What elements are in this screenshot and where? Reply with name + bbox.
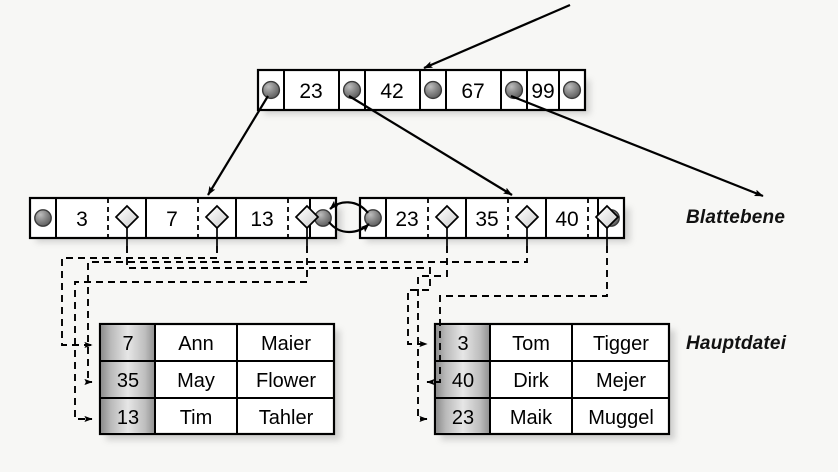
table-row[interactable]: 40 Dirk Mejer [452,370,646,392]
row-firstname: May [177,370,215,392]
row-firstname: Tom [512,333,550,355]
leaf-right-key: 23 [395,208,418,231]
row-key: 35 [117,370,139,392]
leaf-left-prev-pointer-dot[interactable] [34,209,52,227]
root-key: 67 [461,80,484,103]
root-pointer-dot[interactable] [423,80,443,100]
row-key: 40 [452,370,474,392]
root-to-right-leaf-arrow [348,95,513,196]
row-lastname: Mejer [596,370,646,392]
leaf-left-key: 13 [250,208,273,231]
root-pointer-dot[interactable] [342,80,362,100]
row-key: 23 [452,407,474,429]
main-file-table-left[interactable]: 7 Ann Maier 35 May Flower 13 Tim Tahler [98,322,336,436]
row-firstname: Dirk [513,370,550,392]
leaf-left-key: 7 [166,208,178,231]
row-lastname: Tahler [259,407,314,429]
link-leaf-left-13-to-row-13 [74,246,308,423]
table-row[interactable]: 13 Tim Tahler [117,407,314,429]
leaf-left-key: 3 [76,208,88,231]
row-lastname: Tigger [593,333,649,355]
link-leaf-right-23-to-row-23 [417,246,448,423]
root-pointer-dot[interactable] [504,80,524,100]
main-file-label: Hauptdatei [686,333,787,354]
leaf-right-key: 40 [555,208,578,231]
link-leaf-right-35-to-row-35 [84,246,528,386]
root-key: 99 [531,80,554,103]
row-firstname: Maik [510,407,553,429]
link-leaf-left-3-to-row-3 [126,246,431,348]
record-link-dashed-connectors [61,246,608,423]
main-file-table-right[interactable]: 3 Tom Tigger 40 Dirk Mejer 23 Maik Mugge… [433,322,671,436]
leaf-right-prev-pointer-dot[interactable] [364,209,382,227]
root-to-leaf-level-arrow [510,94,764,198]
root-to-left-leaf-arrow [207,95,269,196]
leaf-node-left[interactable]: 3 7 13 [28,196,338,246]
leaf-right-record-pointer-diamond[interactable] [594,204,620,246]
table-row[interactable]: 23 Maik Muggel [452,407,654,429]
leaf-right-key: 35 [475,208,498,231]
row-key: 13 [117,407,139,429]
row-firstname: Tim [180,407,213,429]
leaf-left-record-pointer-diamond[interactable] [204,204,230,246]
row-key: 3 [457,333,468,355]
root-key: 42 [380,80,403,103]
leaf-left-record-pointer-diamond[interactable] [294,204,320,246]
leaf-right-record-pointer-diamond[interactable] [514,204,540,246]
leaf-node-right[interactable]: 23 35 40 [358,196,626,246]
link-leaf-right-40-to-row-40 [426,246,608,386]
row-lastname: Muggel [588,407,654,429]
row-firstname: Ann [178,333,214,355]
table-row[interactable]: 7 Ann Maier [122,333,311,355]
row-key: 7 [122,333,133,355]
root-pointer-dot[interactable] [562,80,582,100]
leaf-sibling-chain-arrows [328,200,370,234]
leaf-left-record-pointer-diamond[interactable] [114,204,140,246]
root-entry-arrow [423,3,571,70]
table-row[interactable]: 3 Tom Tigger [457,333,649,355]
leaf-level-label: Blattebene [686,207,786,228]
row-lastname: Flower [256,370,316,392]
leaf-right-record-pointer-diamond[interactable] [434,204,460,246]
table-row[interactable]: 35 May Flower [117,370,316,392]
row-lastname: Maier [261,333,311,355]
root-index-node[interactable]: 23 42 67 99 [256,68,587,112]
link-leaf-left-7-to-row-7 [61,246,218,349]
root-pointer-dot[interactable] [261,80,281,100]
root-key: 23 [299,80,322,103]
